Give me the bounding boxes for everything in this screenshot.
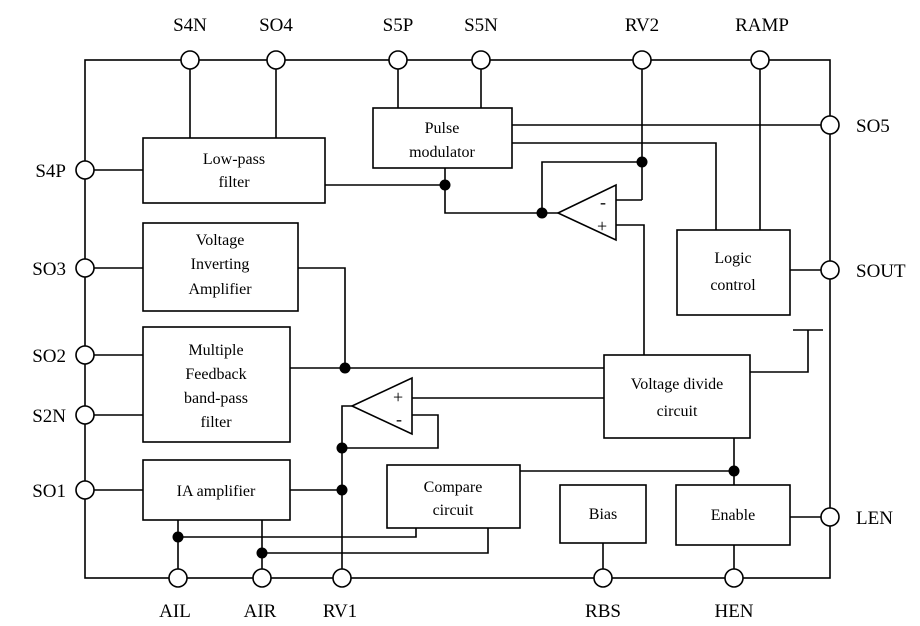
block-bias: Bias — [559, 484, 647, 544]
block-compare-circuit: Compare circuit — [386, 464, 521, 529]
pin-len — [820, 507, 840, 527]
block-pulse-modulator: Pulse modulator — [372, 107, 513, 169]
pin-label: AIL — [159, 601, 191, 622]
block-label: IA amplifier — [177, 483, 256, 500]
block-lowpass-filter: Low-pass filter — [142, 137, 326, 204]
pin-label: RAMP — [735, 15, 789, 36]
junction-dot — [728, 465, 740, 477]
pin-rbs — [593, 568, 613, 588]
block-label: circuit — [433, 502, 474, 519]
pin-rv1 — [332, 568, 352, 588]
pin-label: HEN — [714, 601, 753, 622]
pin-s5n — [471, 50, 491, 70]
opamp-upper: - + — [556, 183, 617, 242]
block-voltage-divide-circuit: Voltage divide circuit — [603, 354, 751, 439]
block-label: Multiple — [188, 342, 243, 359]
block-ia-amplifier: IA amplifier — [142, 459, 291, 521]
pin-s4p — [75, 160, 95, 180]
block-label: Inverting — [191, 256, 250, 273]
block-enable: Enable — [675, 484, 791, 546]
junction-dot — [336, 484, 348, 496]
pin-label: RV1 — [323, 601, 357, 622]
opamp-sign: + — [597, 216, 607, 236]
opamp-sign: - — [396, 409, 402, 429]
opamp-sign: + — [393, 387, 403, 407]
pin-label: SO2 — [32, 346, 66, 367]
junction-dot — [439, 179, 451, 191]
block-label: Voltage — [196, 232, 245, 249]
junction-dot — [256, 547, 268, 559]
block-label: circuit — [657, 403, 698, 420]
block-label: control — [710, 277, 756, 294]
pin-label: S4N — [173, 15, 207, 36]
junction-dot — [536, 207, 548, 219]
block-label: Bias — [589, 506, 617, 523]
pin-label: AIR — [244, 601, 277, 622]
pin-ail — [168, 568, 188, 588]
block-label: Compare — [424, 479, 483, 496]
block-label: Feedback — [185, 366, 246, 383]
block-label: Pulse — [425, 120, 460, 137]
pins-right: SO5 SOUT LEN — [820, 115, 906, 529]
block-label: modulator — [409, 144, 475, 161]
pin-label: S5N — [464, 15, 498, 36]
pin-so2 — [75, 345, 95, 365]
pin-ramp — [750, 50, 770, 70]
pins-left: S4P SO3 SO2 S2N SO1 — [32, 160, 95, 502]
pin-label: SO3 — [32, 259, 66, 280]
pin-so1 — [75, 480, 95, 500]
block-label: Logic — [714, 250, 751, 267]
pin-so5 — [820, 115, 840, 135]
block-mfb-bandpass-filter: Multiple Feedback band-pass filter — [142, 326, 291, 443]
pin-label: RBS — [585, 601, 621, 622]
pin-label: S4P — [35, 161, 66, 182]
block-label: band-pass — [184, 390, 248, 407]
wiring — [85, 60, 830, 578]
pin-label: SO1 — [32, 481, 66, 502]
pin-sout — [820, 260, 840, 280]
pin-label: S5P — [383, 15, 414, 36]
pin-label: S2N — [32, 406, 66, 427]
junction-dots — [172, 156, 740, 559]
pin-hen — [724, 568, 744, 588]
junction-dot — [172, 531, 184, 543]
junction-dot — [636, 156, 648, 168]
pin-label: SOUT — [856, 261, 906, 282]
pin-label: LEN — [856, 508, 893, 529]
block-label: filter — [200, 414, 232, 431]
pin-label: SO4 — [259, 15, 293, 36]
junction-dot — [336, 442, 348, 454]
opamp-sign: - — [600, 192, 606, 212]
pins-top: S4N SO4 S5P S5N RV2 RAMP — [173, 15, 789, 70]
pin-so4 — [266, 50, 286, 70]
pin-label: RV2 — [625, 15, 659, 36]
block-label: Amplifier — [188, 281, 252, 298]
block-voltage-inverting-amplifier: Voltage Inverting Amplifier — [142, 222, 299, 312]
pin-so3 — [75, 258, 95, 278]
pin-label: SO5 — [856, 116, 890, 137]
junction-dot — [339, 362, 351, 374]
block-label: Voltage divide — [631, 376, 724, 393]
chip-outline — [84, 59, 831, 579]
block-logic-control: Logic control — [676, 229, 791, 316]
pin-air — [252, 568, 272, 588]
block-label: filter — [218, 174, 250, 191]
pin-s2n — [75, 405, 95, 425]
pin-rv2 — [632, 50, 652, 70]
block-label: Low-pass — [203, 151, 265, 168]
pin-s4n — [180, 50, 200, 70]
pin-s5p — [388, 50, 408, 70]
pins-bottom: AIL AIR RV1 RBS HEN — [159, 568, 754, 622]
opamp-lower: + - — [350, 376, 413, 436]
block-label: Enable — [711, 507, 755, 524]
